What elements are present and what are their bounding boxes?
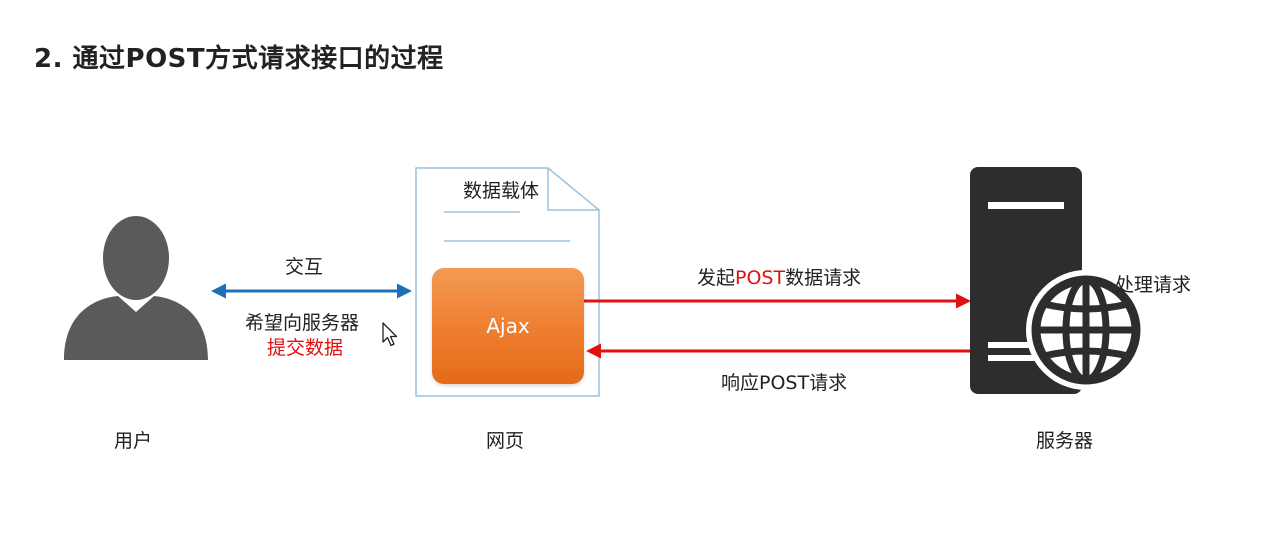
request-prefix: 发起 bbox=[697, 267, 736, 289]
request-suffix: 数据请求 bbox=[785, 267, 862, 289]
interaction-desc-line1: 希望向服务器 bbox=[245, 312, 360, 334]
user-label: 用户 bbox=[114, 430, 153, 452]
ajax-label: Ajax bbox=[486, 314, 530, 338]
globe-icon bbox=[1026, 270, 1146, 390]
interaction-label: 交互 bbox=[285, 256, 324, 278]
ajax-box: Ajax bbox=[432, 268, 584, 384]
interaction-desc-line2: 提交数据 bbox=[267, 337, 344, 359]
document-label: 数据载体 bbox=[463, 180, 540, 202]
request-label: 发起POST数据请求 bbox=[697, 263, 861, 290]
page-title: 2. 通过POST方式请求接口的过程 bbox=[34, 44, 444, 74]
server-label: 服务器 bbox=[1036, 430, 1094, 452]
mouse-cursor-icon bbox=[382, 322, 398, 347]
request-method: POST bbox=[735, 267, 786, 289]
process-label: 处理请求 bbox=[1115, 274, 1192, 296]
response-label: 响应POST请求 bbox=[721, 372, 848, 394]
user-silhouette-icon bbox=[64, 216, 208, 360]
webpage-label: 网页 bbox=[486, 430, 525, 452]
